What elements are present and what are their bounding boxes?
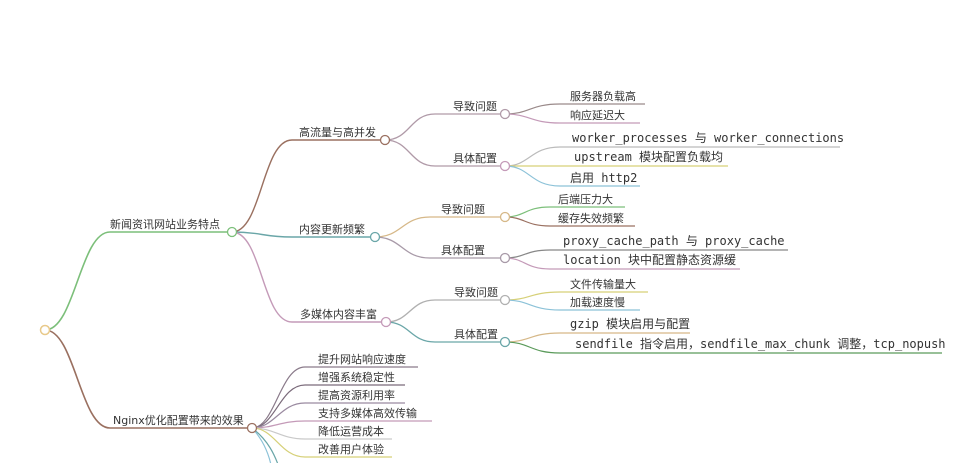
leaf-http2[interactable]: 启用 http2 <box>570 171 638 185</box>
node-business-features[interactable]: 新闻资讯网站业务特点 <box>110 218 220 231</box>
node-optimization-effects[interactable]: Nginx优化配置带来的效果 <box>113 414 244 427</box>
node-problems-1[interactable]: 导致问题 <box>453 100 497 113</box>
leaf-sendfile[interactable]: sendfile 指令启用，sendfile_max_chunk 调整，tcp_… <box>575 337 946 351</box>
leaf-effect-resources[interactable]: 提高资源利用率 <box>318 389 395 402</box>
leaf-effect-media[interactable]: 支持多媒体高效传输 <box>318 407 417 420</box>
leaf-proxy-cache[interactable]: proxy_cache_path 与 proxy_cache <box>563 234 785 248</box>
leaf-effect-stability[interactable]: 增强系统稳定性 <box>318 371 395 384</box>
leaf-server-load[interactable]: 服务器负载高 <box>570 90 636 103</box>
leaf-location-cache[interactable]: location 块中配置静态资源缓 <box>563 253 737 267</box>
node-frequent-updates[interactable]: 内容更新频繁 <box>299 223 365 236</box>
node-problems-2[interactable]: 导致问题 <box>441 203 485 216</box>
leaf-gzip[interactable]: gzip 模块启用与配置 <box>570 317 691 331</box>
leaf-upstream[interactable]: upstream 模块配置负载均 <box>574 150 724 164</box>
leaf-cache-invalidation[interactable]: 缓存失效频繁 <box>558 212 624 225</box>
leaf-slow-loading[interactable]: 加载速度慢 <box>570 296 625 309</box>
node-high-traffic[interactable]: 高流量与高并发 <box>299 126 376 139</box>
leaf-large-transfer[interactable]: 文件传输量大 <box>570 278 636 291</box>
leaf-effect-ux[interactable]: 改善用户体验 <box>318 443 384 456</box>
leaf-latency[interactable]: 响应延迟大 <box>570 109 625 122</box>
node-config-2[interactable]: 具体配置 <box>441 244 485 257</box>
root-node <box>39 324 51 336</box>
leaf-effect-cost[interactable]: 降低运营成本 <box>318 425 384 438</box>
leaf-backend-pressure[interactable]: 后端压力大 <box>558 193 613 206</box>
node-problems-3[interactable]: 导致问题 <box>454 286 498 299</box>
leaf-effect-speed[interactable]: 提升网站响应速度 <box>318 353 406 366</box>
node-config-3[interactable]: 具体配置 <box>454 328 498 341</box>
node-rich-media[interactable]: 多媒体内容丰富 <box>300 308 377 321</box>
leaf-worker-config[interactable]: worker_processes 与 worker_connections <box>572 131 845 145</box>
node-config-1[interactable]: 具体配置 <box>453 152 497 165</box>
